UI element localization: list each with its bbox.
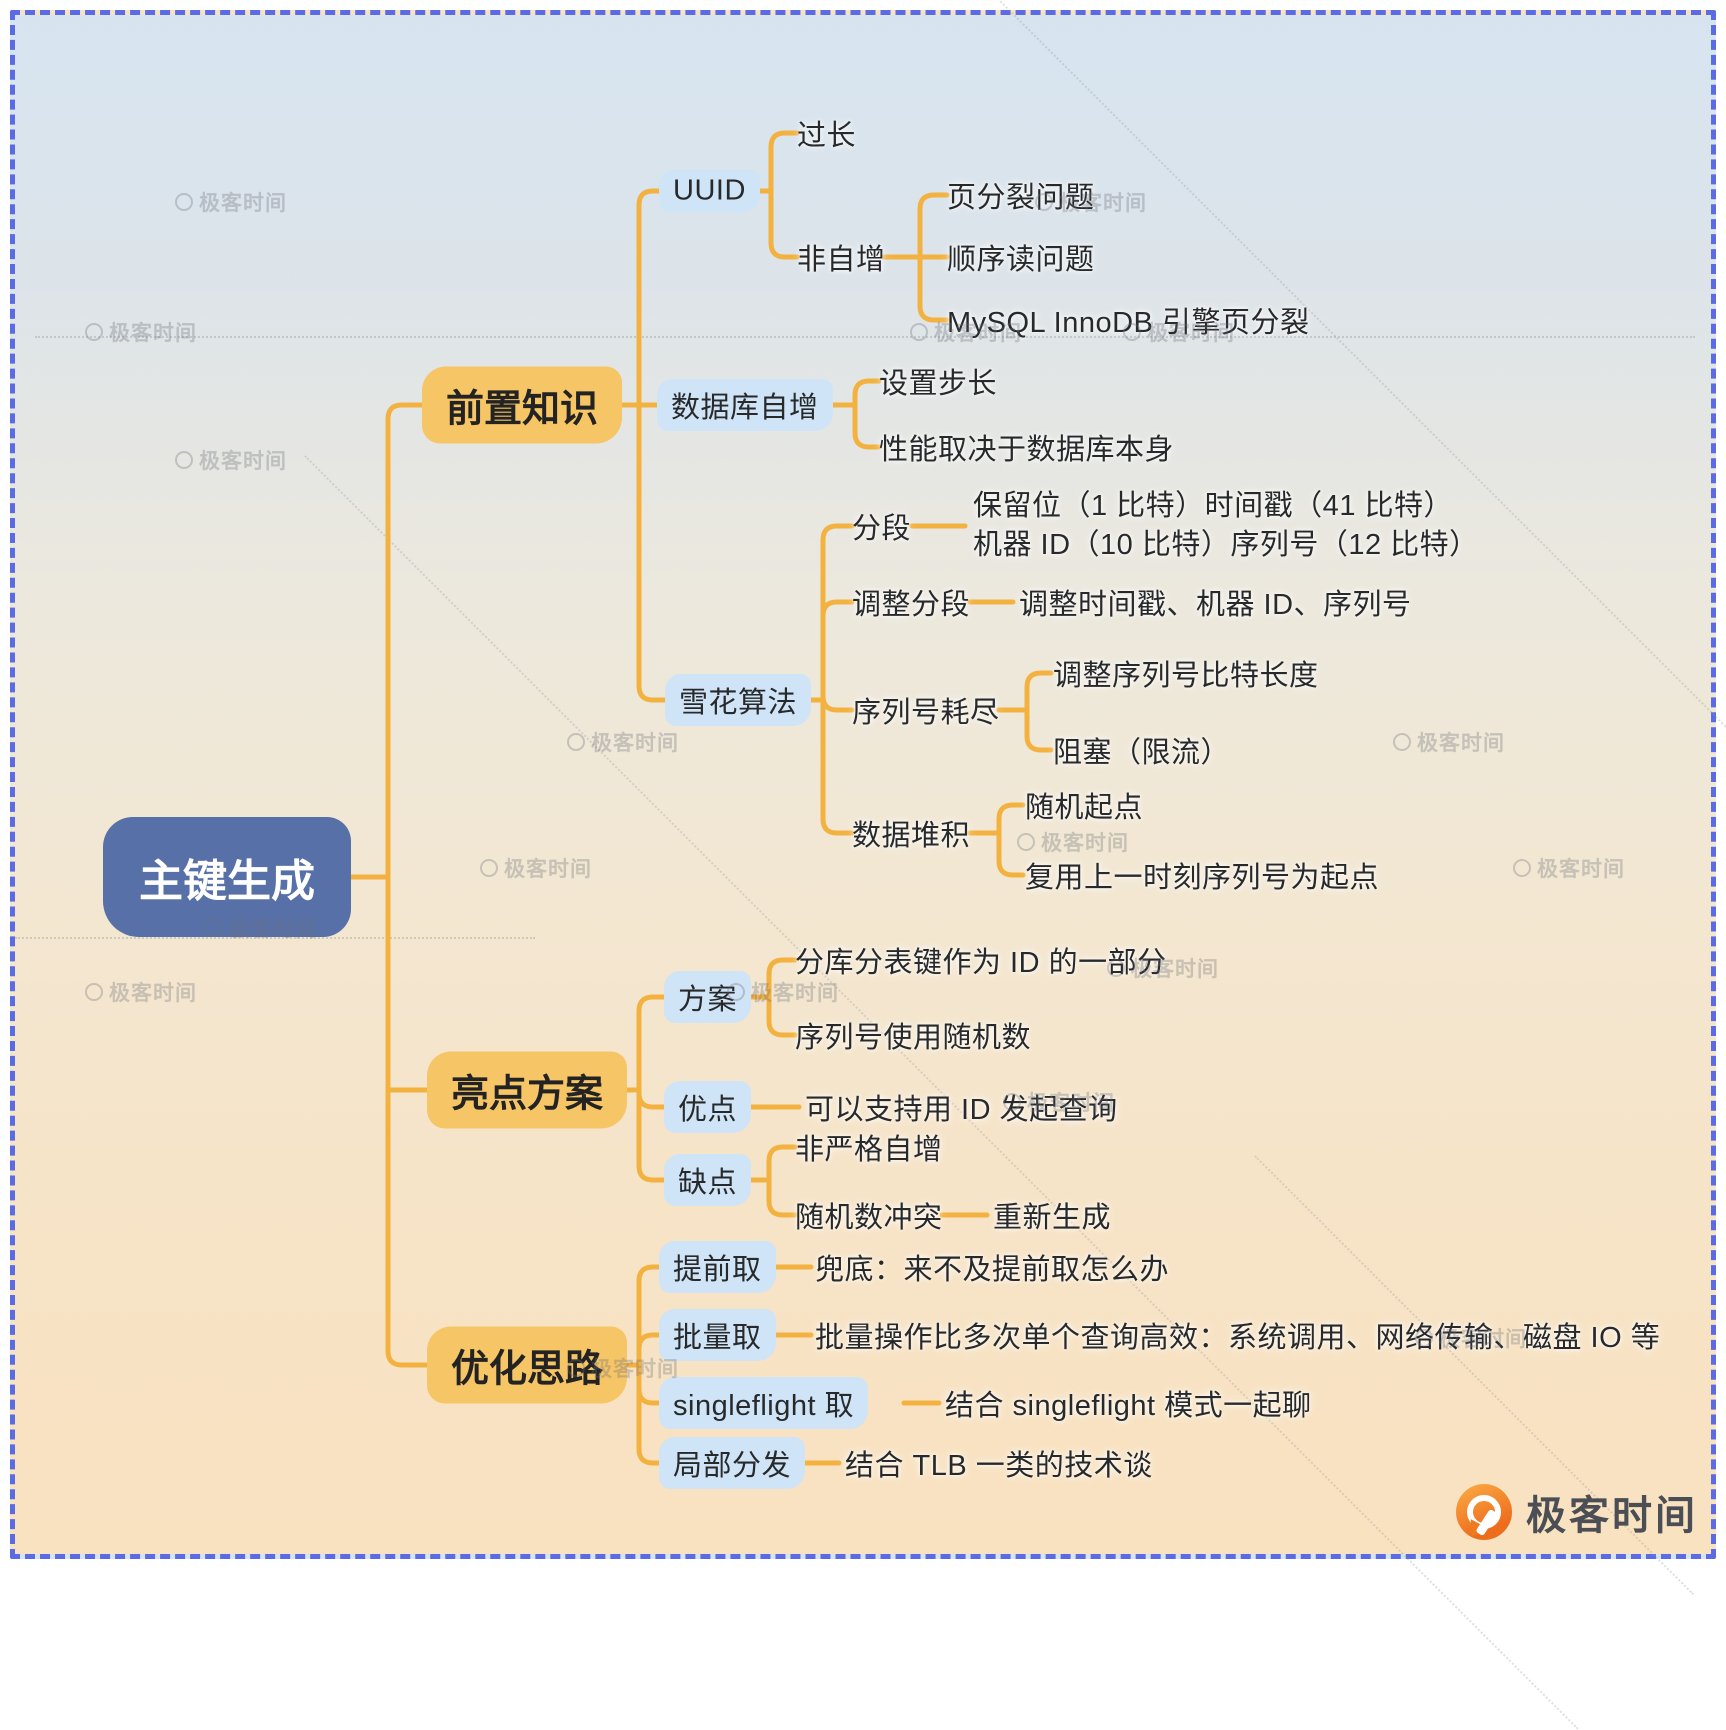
node-local-dispatch-detail[interactable]: 结合 TLB 一类的技术谈 [845, 1450, 1153, 1482]
geektime-logo: 极客时间 [1456, 1483, 1698, 1549]
node-cons[interactable]: 缺点 [664, 1154, 752, 1206]
node-non-monotonic[interactable]: 非自增 [797, 244, 886, 276]
edge [636, 994, 667, 1093]
node-batch-detail[interactable]: 批量操作比多次单个查询高效：系统调用、网络传输、磁盘 IO 等 [815, 1322, 1661, 1354]
edge [820, 599, 855, 703]
edge [768, 188, 800, 260]
edge [1024, 707, 1054, 753]
edge [820, 523, 855, 703]
geektime-logo-icon [1456, 1484, 1512, 1549]
node-set-step[interactable]: 设置步长 [879, 368, 998, 400]
node-too-long[interactable]: 过长 [797, 120, 857, 152]
guide-line [15, 937, 535, 939]
node-regenerate[interactable]: 重新生成 [993, 1202, 1112, 1234]
edge [768, 130, 800, 194]
segment-detail-line2: 机器 ID（10 比特）序列号（12 比特） [973, 529, 1479, 561]
edge [996, 802, 1026, 836]
node-reuse-last-sequence[interactable]: 复用上一时刻序列号为起点 [1025, 862, 1380, 894]
geektime-logo-text: 极客时间 [1526, 1494, 1698, 1538]
node-random-sequence[interactable]: 序列号使用随机数 [795, 1022, 1032, 1054]
edge [636, 1362, 662, 1406]
edge [636, 1087, 667, 1183]
connector-lines [348, 130, 1054, 1466]
node-data-pileup[interactable]: 数据堆积 [852, 820, 971, 852]
edge [636, 1264, 662, 1368]
node-sequence-exhausted[interactable]: 序列号耗尽 [852, 697, 1000, 729]
edge [1024, 670, 1054, 713]
edge [820, 693, 855, 713]
node-snowflake[interactable]: 雪花算法 [665, 674, 812, 726]
node-uuid[interactable]: UUID [659, 169, 760, 213]
edge [917, 192, 950, 260]
edge [385, 402, 427, 880]
edge [766, 994, 798, 1038]
node-shard-key-in-id[interactable]: 分库分表键作为 ID 的一部分 [795, 947, 1167, 979]
node-singleflight-fetch[interactable]: singleflight 取 [659, 1377, 869, 1429]
edge [766, 957, 798, 1000]
edge [766, 1144, 798, 1183]
edge [636, 1087, 667, 1110]
edge [385, 874, 430, 1368]
node-adjust-segments[interactable]: 调整分段 [852, 589, 971, 621]
node-adjust-detail[interactable]: 调整时间戳、机器 ID、序列号 [1019, 589, 1412, 621]
node-segments[interactable]: 分段 [852, 513, 912, 545]
edge [996, 830, 1026, 878]
node-prefetch[interactable]: 提前取 [659, 1241, 776, 1293]
edge [636, 1362, 662, 1466]
node-segment-detail[interactable]: 保留位（1 比特）时间戳（41 比特） 机器 ID（10 比特）序列号（12 比… [973, 487, 1479, 565]
node-blocking-ratelimit[interactable]: 阻塞（限流） [1053, 737, 1231, 769]
node-query-by-id[interactable]: 可以支持用 ID 发起查询 [805, 1094, 1118, 1126]
node-prefetch-fallback[interactable]: 兜底：来不及提前取怎么办 [815, 1254, 1170, 1286]
branch-highlight-scheme[interactable]: 亮点方案 [427, 1051, 628, 1129]
node-mysql-innodb-page-split[interactable]: MySQL InnoDB 引擎页分裂 [947, 307, 1310, 339]
node-not-strictly-increasing[interactable]: 非严格自增 [795, 1134, 943, 1166]
edge [820, 697, 855, 836]
node-singleflight-detail[interactable]: 结合 singleflight 模式一起聊 [945, 1390, 1312, 1422]
node-db-performance[interactable]: 性能取决于数据库本身 [879, 434, 1175, 466]
node-page-split[interactable]: 页分裂问题 [947, 182, 1095, 214]
node-adjust-sequence-bits[interactable]: 调整序列号比特长度 [1053, 660, 1319, 692]
guide-line [35, 336, 1695, 338]
edge [766, 1177, 798, 1218]
node-batch-fetch[interactable]: 批量取 [659, 1309, 776, 1361]
edge [852, 378, 882, 408]
edge [852, 402, 882, 450]
node-pros[interactable]: 优点 [664, 1081, 752, 1133]
root-node[interactable]: 主键生成 [103, 817, 351, 937]
branch-optimization-ideas[interactable]: 优化思路 [427, 1326, 628, 1404]
node-local-dispatch[interactable]: 局部分发 [659, 1437, 806, 1489]
edge [636, 402, 668, 703]
edge [636, 188, 662, 408]
segment-detail-line1: 保留位（1 比特）时间戳（41 比特） [973, 490, 1454, 523]
node-scheme[interactable]: 方案 [664, 971, 752, 1023]
edge [636, 1332, 662, 1368]
branch-prior-knowledge[interactable]: 前置知识 [422, 366, 623, 444]
edge [917, 254, 950, 323]
node-db-autoincrement[interactable]: 数据库自增 [657, 379, 833, 431]
node-random-start[interactable]: 随机起点 [1025, 792, 1144, 824]
node-random-conflict[interactable]: 随机数冲突 [795, 1202, 943, 1234]
node-sequential-read[interactable]: 顺序读问题 [947, 244, 1095, 276]
map-canvas: 主键生成 前置知识 亮点方案 优化思路 UUID 过长 非自增 页分裂问题 顺序… [10, 0, 1726, 1730]
